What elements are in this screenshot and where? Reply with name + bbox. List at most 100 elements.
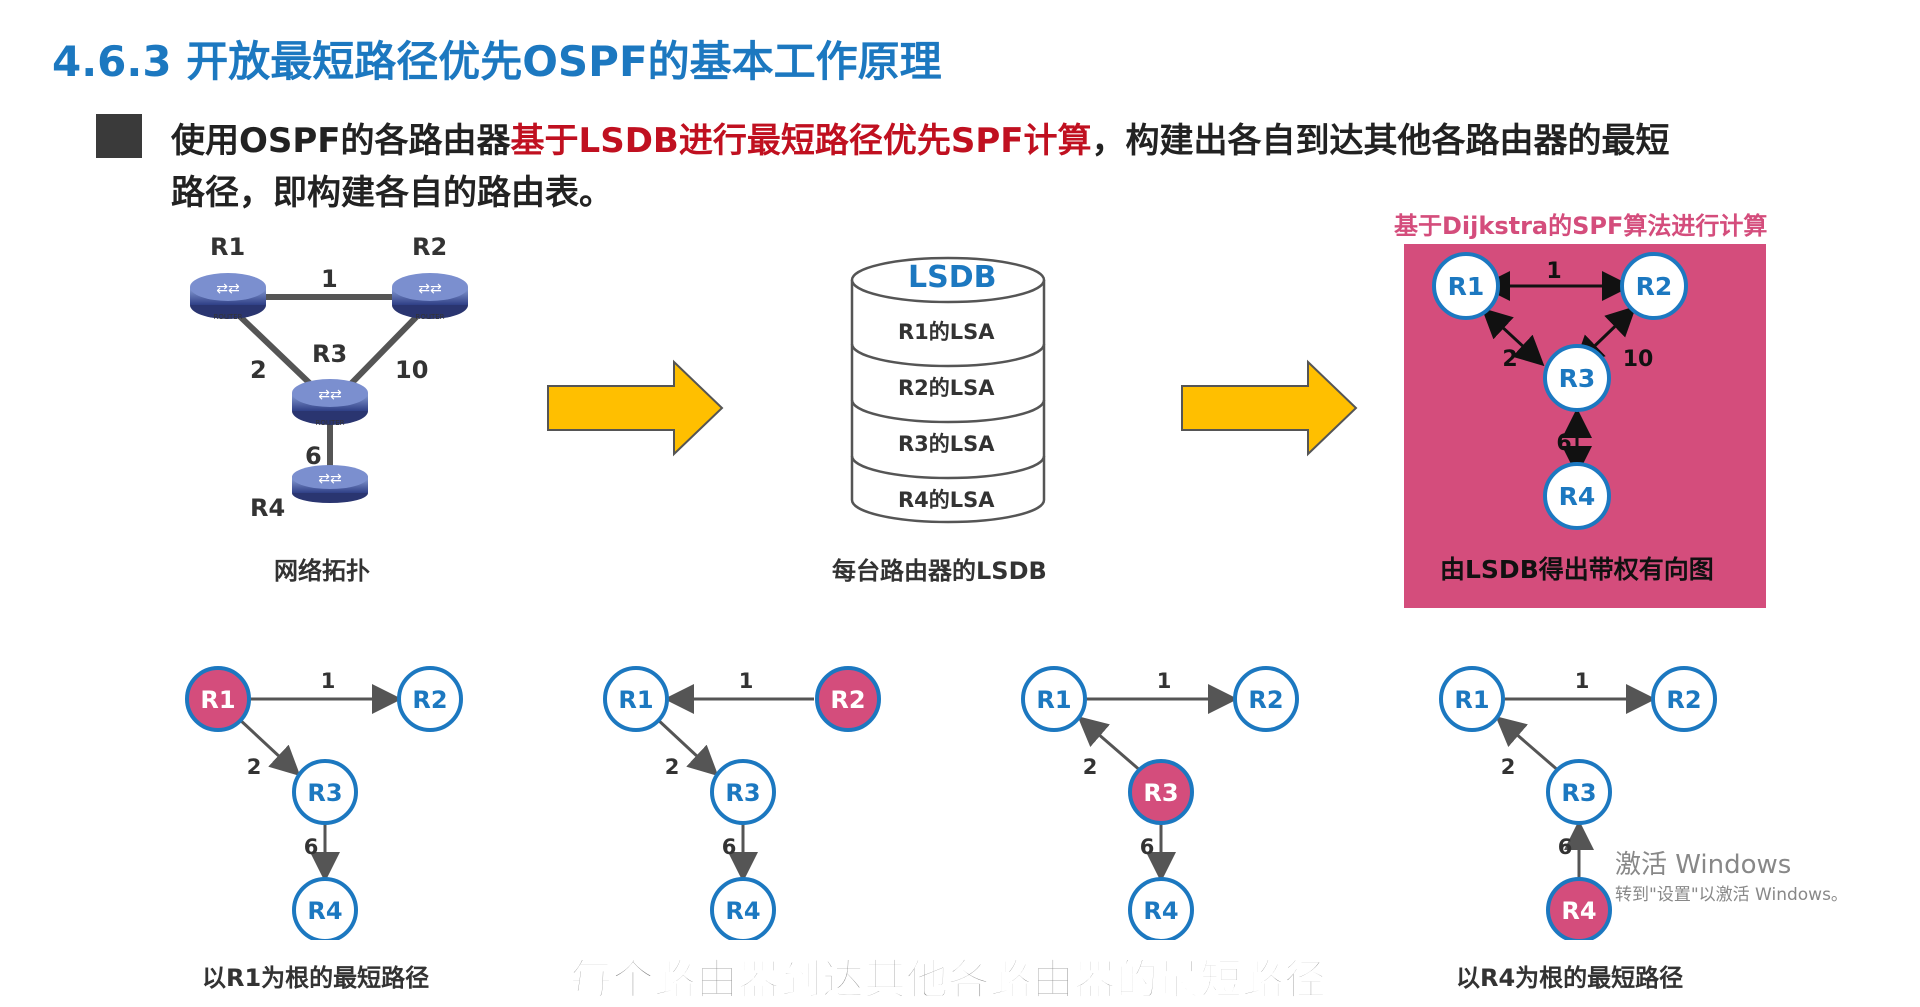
svg-text:2: 2 (1083, 755, 1098, 779)
tree2-node-r2 (815, 666, 881, 732)
tree1-node-r1 (185, 666, 251, 732)
svg-text:1: 1 (1575, 669, 1590, 693)
tree-r1-root: R1 R2 R3 R4 1 2 6 (185, 666, 463, 940)
lsdb-entry-r3: R3的LSA (898, 432, 995, 456)
bullet-line-2: 路径，即构建各自的路由表。 (171, 173, 613, 213)
tree-r4-root: R1 R2 R3 R4 1 2 6 (1439, 666, 1717, 940)
topo-label-r4: R4 (250, 494, 286, 522)
topology-caption: 网络拓扑 (274, 557, 370, 585)
svg-text:6: 6 (1558, 835, 1573, 859)
svg-text:R1: R1 (618, 686, 653, 714)
svg-text:R1: R1 (1036, 686, 1071, 714)
tree1-node-r3 (292, 759, 358, 825)
tree2-node-r4 (710, 877, 776, 940)
topo-label-r1: R1 (210, 233, 246, 261)
tree-r2-root: R1 R2 R3 R4 1 2 6 (603, 666, 881, 940)
svg-text:R1: R1 (200, 686, 235, 714)
link-r2-r3 (337, 302, 431, 398)
svg-text:R2: R2 (1666, 686, 1701, 714)
tree4-node-r3 (1546, 759, 1612, 825)
tree2-node-r1 (603, 666, 669, 732)
tree2-node-r3 (710, 759, 776, 825)
graph-node-r1 (1432, 252, 1500, 320)
svg-text:⇄⇄: ⇄⇄ (318, 387, 342, 403)
bullet-square (96, 114, 142, 158)
svg-text:R4: R4 (1143, 897, 1178, 925)
bullet-text-b: ，构建出各自到达其他各路由器的最短 (1091, 121, 1670, 161)
shortest-path-trees: R1 R2 R3 R4 1 2 6 R1 R2 R3 R4 1 2 6 R1 R… (185, 666, 1717, 940)
lsdb-entry-r2: R2的LSA (898, 376, 995, 400)
svg-text:1: 1 (739, 669, 754, 693)
tree3-node-r1 (1021, 666, 1087, 732)
lsdb-entry-r4: R4的LSA (898, 488, 995, 512)
svg-text:6: 6 (722, 835, 737, 859)
tree3-node-r3 (1128, 759, 1194, 825)
graph-node-r4-label: R4 (1559, 482, 1596, 511)
graph-node-r2-label: R2 (1636, 272, 1673, 301)
video-subtitle: 每个路由器到达其他各路由器的最短路径。 (569, 954, 1369, 1005)
tree1-node-r2 (397, 666, 463, 732)
topo-cost-r1-r2: 1 (321, 265, 338, 293)
tree4-node-r1 (1439, 666, 1505, 732)
svg-text:R4: R4 (307, 897, 342, 925)
tree4-node-r2 (1651, 666, 1717, 732)
graph-cost-r1-r3: 2 (1502, 347, 1517, 372)
windows-activation-title: 激活 Windows (1615, 850, 1792, 880)
router-r2-icon: ⇄⇄ ROUTER (392, 273, 468, 321)
lsdb-caption: 每台路由器的LSDB (832, 557, 1047, 585)
router-r4-icon: ⇄⇄ (292, 465, 368, 503)
topo-cost-r3-r4: 6 (305, 442, 322, 470)
graph-node-r4 (1543, 462, 1611, 530)
slide-title: 4.6.3 开放最短路径优先OSPF的基本工作原理 (52, 37, 942, 86)
edge-r1-r3 (1481, 307, 1545, 367)
graph-panel-title: 基于Dijkstra的SPF算法进行计算 (1394, 212, 1768, 240)
router-r1-icon: ⇄⇄ ROUTER (190, 273, 266, 321)
tree-r3-root: R1 R2 R3 R4 1 2 6 (1021, 666, 1299, 940)
svg-text:R4: R4 (1561, 897, 1596, 925)
graph-cost-r1-r2: 1 (1546, 259, 1561, 284)
topo-label-r2: R2 (412, 233, 448, 261)
graph-node-r3 (1543, 344, 1611, 412)
graph-cost-r2-r3: 10 (1623, 347, 1654, 372)
svg-text:R3: R3 (307, 779, 342, 807)
svg-text:1: 1 (1157, 669, 1172, 693)
tree1-node-r4 (292, 877, 358, 940)
network-topology-diagram: ⇄⇄ ROUTER ⇄⇄ ROUTER ⇄⇄ ROUTER ⇄⇄ (190, 273, 468, 503)
svg-text:2: 2 (665, 755, 680, 779)
svg-text:R4: R4 (725, 897, 760, 925)
svg-text:ROUTER: ROUTER (213, 313, 242, 321)
router-r3-icon: ⇄⇄ ROUTER (292, 379, 368, 427)
graph-panel-caption: 由LSDB得出带权有向图 (1440, 555, 1714, 584)
graph-cost-r3-r4: 6 (1556, 431, 1571, 456)
lsdb-database-icon (850, 256, 1046, 524)
arrow-right-icon-1 (547, 359, 724, 457)
bullet-line-1: 使用OSPF的各路由器基于LSDB进行最短路径优先SPF计算，构建出各自到达其他… (171, 113, 1669, 162)
graph-panel-diagram: R1 R2 R3 R4 1 2 10 6 (1432, 252, 1688, 530)
tree4-caption: 以R4为根的最短路径 (1456, 964, 1684, 992)
svg-text:⇄⇄: ⇄⇄ (216, 281, 240, 297)
svg-text:⇄⇄: ⇄⇄ (418, 281, 442, 297)
link-r1-r3 (225, 302, 325, 398)
svg-text:R2: R2 (1248, 686, 1283, 714)
bullet-text-a: 使用OSPF的各路由器 (171, 121, 511, 161)
topo-cost-r2-r3: 10 (395, 356, 429, 384)
svg-text:ROUTER: ROUTER (315, 419, 344, 427)
svg-text:6: 6 (1140, 835, 1155, 859)
svg-text:R3: R3 (725, 779, 760, 807)
windows-activation-hint: 转到"设置"以激活 Windows。 (1615, 885, 1848, 905)
svg-text:R2: R2 (412, 686, 447, 714)
svg-text:⇄⇄: ⇄⇄ (318, 471, 342, 487)
graph-node-r2 (1620, 252, 1688, 320)
topo-cost-r1-r3: 2 (250, 356, 267, 384)
svg-text:R3: R3 (1143, 779, 1178, 807)
tree1-caption: 以R1为根的最短路径 (202, 964, 430, 992)
graph-node-r3-label: R3 (1559, 364, 1596, 393)
tree3-node-r2 (1233, 666, 1299, 732)
tree3-node-r4 (1128, 877, 1194, 940)
svg-text:R3: R3 (1561, 779, 1596, 807)
topo-label-r3: R3 (312, 340, 348, 368)
svg-text:R2: R2 (830, 686, 865, 714)
tree4-node-r4 (1546, 877, 1612, 940)
bullet-text-highlight: 基于LSDB进行最短路径优先SPF计算 (510, 121, 1092, 161)
svg-text:2: 2 (1501, 755, 1516, 779)
